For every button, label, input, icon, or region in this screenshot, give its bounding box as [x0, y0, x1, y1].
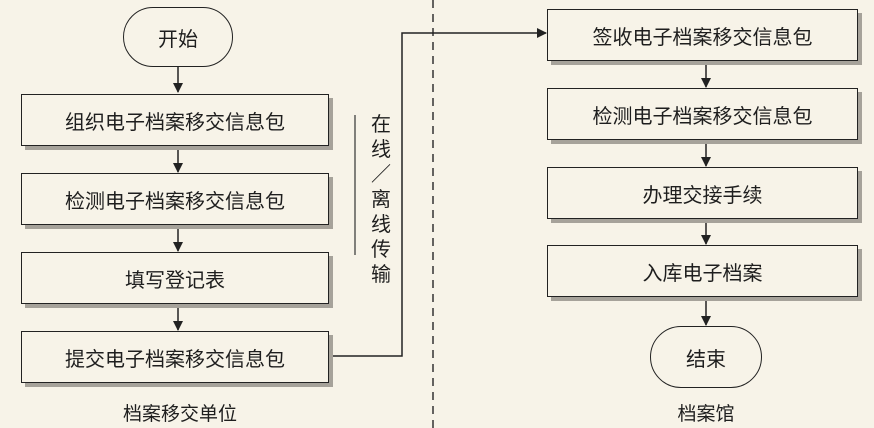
step-check-label: 检测电子档案移交信息包 — [65, 188, 285, 213]
step-submit-package: 提交电子档案移交信息包 — [21, 331, 329, 383]
lane-label-archiving-unit: 档案移交单位 — [122, 403, 237, 425]
step-fill-register: 填写登记表 — [21, 252, 329, 304]
start-node: 开始 — [123, 7, 233, 67]
arrow-submit-to-receive — [329, 28, 547, 357]
step-store-records: 入库电子档案 — [547, 245, 858, 297]
step-handover-label: 办理交接手续 — [642, 182, 763, 207]
transfer-method-label: 在线／离线传输 — [371, 112, 391, 286]
start-label: 开始 — [158, 26, 198, 51]
step-register-label: 填写登记表 — [125, 267, 225, 292]
step-store-label: 入库电子档案 — [642, 260, 763, 285]
step-organize-label: 组织电子档案移交信息包 — [65, 109, 285, 134]
step-check-package: 检测电子档案移交信息包 — [21, 173, 329, 225]
end-label: 结束 — [686, 346, 726, 371]
step-submit-label: 提交电子档案移交信息包 — [65, 346, 285, 371]
end-node: 结束 — [650, 326, 762, 388]
lane-label-archive: 档案馆 — [677, 403, 735, 425]
step-receive-label: 签收电子档案移交信息包 — [592, 24, 813, 49]
step-archive-check-package: 检测电子档案移交信息包 — [547, 88, 858, 140]
step-organize-package: 组织电子档案移交信息包 — [21, 94, 329, 146]
step-handover-procedure: 办理交接手续 — [547, 167, 858, 219]
step-receive-package: 签收电子档案移交信息包 — [547, 9, 858, 61]
step-archive-check-label: 检测电子档案移交信息包 — [592, 103, 813, 128]
